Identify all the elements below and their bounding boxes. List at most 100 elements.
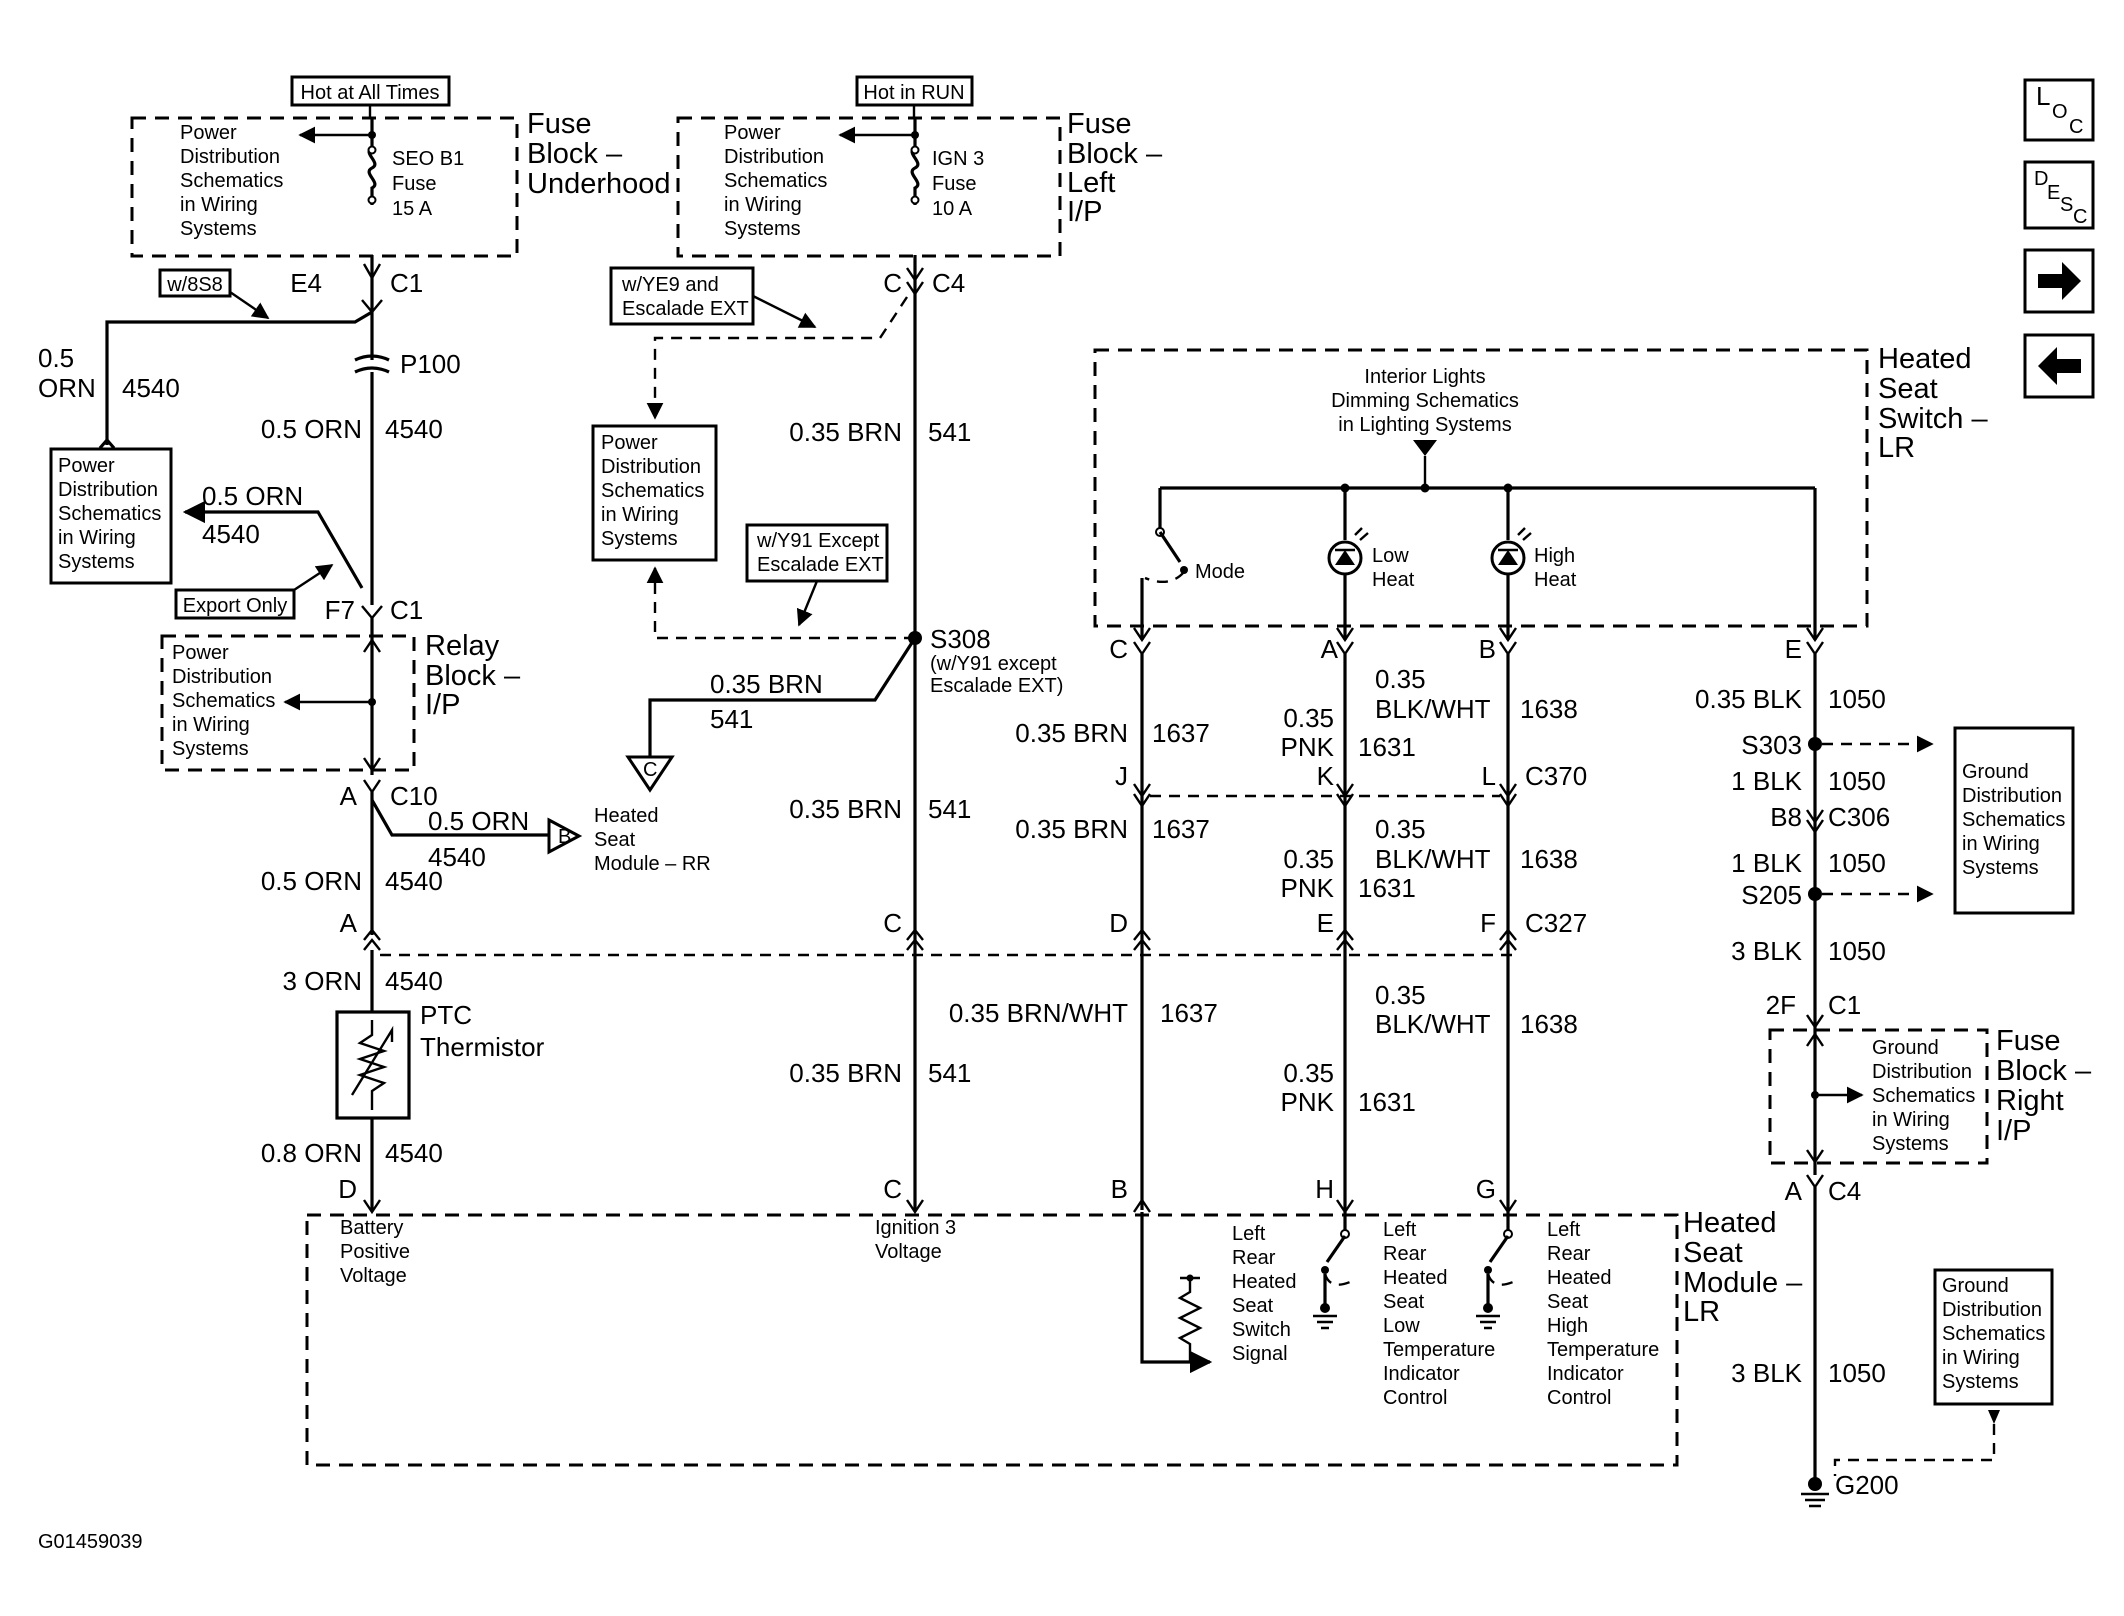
svg-text:Distribution: Distribution <box>1962 785 2062 807</box>
svg-text:A: A <box>1785 1176 1803 1206</box>
svg-text:B: B <box>1479 634 1496 664</box>
svg-text:Battery: Battery <box>340 1217 403 1239</box>
svg-text:C: C <box>883 1174 902 1204</box>
svg-text:Ignition 3: Ignition 3 <box>875 1217 956 1239</box>
circuit-1050-lower: A C4 3 BLK 1050 Ground Distribution Sche… <box>1731 1174 2054 1508</box>
svg-text:Power: Power <box>58 455 115 477</box>
svg-text:IGN 3: IGN 3 <box>932 148 984 170</box>
svg-text:C: C <box>1109 634 1128 664</box>
forward-arrow-button[interactable] <box>2023 248 2095 314</box>
svg-text:Mode: Mode <box>1195 561 1245 583</box>
svg-text:Power: Power <box>601 432 658 454</box>
svg-text:0.35: 0.35 <box>1283 1058 1334 1088</box>
svg-text:Power: Power <box>172 642 229 664</box>
svg-text:541: 541 <box>928 1058 971 1088</box>
svg-text:Ground: Ground <box>1962 761 2029 783</box>
svg-text:Heat: Heat <box>1372 569 1415 591</box>
svg-text:3 ORN: 3 ORN <box>283 966 362 996</box>
svg-text:0.35 BRN: 0.35 BRN <box>789 1058 902 1088</box>
svg-text:Right: Right <box>1996 1085 2064 1117</box>
svg-text:4540: 4540 <box>385 1138 443 1168</box>
svg-text:Seat: Seat <box>1547 1291 1589 1313</box>
svg-text:0.35 BRN: 0.35 BRN <box>1015 718 1128 748</box>
svg-text:J: J <box>1115 761 1128 791</box>
svg-text:1637: 1637 <box>1160 998 1218 1028</box>
svg-text:PTC: PTC <box>420 1000 472 1030</box>
svg-text:P100: P100 <box>400 349 461 379</box>
p100-connector-icon <box>354 354 390 374</box>
svg-text:in Wiring: in Wiring <box>172 714 250 736</box>
svg-text:Escalade EXT): Escalade EXT) <box>930 675 1063 697</box>
svg-text:K: K <box>1317 761 1335 791</box>
svg-text:Hot in RUN: Hot in RUN <box>863 82 964 104</box>
svg-text:Fuse: Fuse <box>527 108 591 140</box>
w8s8-tag <box>158 268 232 298</box>
svg-text:3 BLK: 3 BLK <box>1731 1358 1802 1388</box>
svg-text:0.35: 0.35 <box>1375 664 1426 694</box>
desc-button[interactable]: D E S C <box>2023 160 2095 230</box>
svg-text:BLK/WHT: BLK/WHT <box>1375 694 1491 724</box>
svg-text:0.35 BRN: 0.35 BRN <box>710 669 823 699</box>
svg-text:Block –: Block – <box>1996 1055 2092 1087</box>
svg-text:PNK: PNK <box>1281 732 1335 762</box>
svg-text:w/Y91 Except: w/Y91 Except <box>756 530 880 552</box>
svg-text:1631: 1631 <box>1358 1087 1416 1117</box>
svg-text:Fuse: Fuse <box>1996 1025 2060 1057</box>
svg-text:Systems: Systems <box>1962 857 2039 879</box>
svg-text:B8: B8 <box>1770 802 1802 832</box>
svg-text:1638: 1638 <box>1520 1009 1578 1039</box>
svg-text:Switch: Switch <box>1232 1319 1291 1341</box>
mode-switch-icon <box>1158 531 1182 563</box>
svg-text:ORN: ORN <box>38 373 96 403</box>
svg-text:S303: S303 <box>1741 730 1802 760</box>
fuse-block-left-ip: Hot in RUN Fuse Block – Left I/P Power D… <box>676 75 1163 258</box>
svg-text:Heat: Heat <box>1534 569 1577 591</box>
svg-text:Schematics: Schematics <box>601 480 704 502</box>
svg-text:2F: 2F <box>1766 990 1796 1020</box>
fuse-ign3-icon <box>910 118 920 205</box>
back-arrow-button[interactable] <box>2023 333 2095 399</box>
svg-text:O: O <box>2052 101 2068 123</box>
svg-text:Low: Low <box>1383 1315 1420 1337</box>
loc-button[interactable]: L O C <box>2023 78 2095 142</box>
svg-text:C327: C327 <box>1525 908 1587 938</box>
low-temp-switch-icon <box>1325 1235 1347 1263</box>
svg-text:L: L <box>1482 761 1496 791</box>
svg-text:Heated: Heated <box>1232 1271 1297 1293</box>
svg-text:in Wiring: in Wiring <box>724 194 802 216</box>
svg-text:C: C <box>2069 116 2083 138</box>
svg-text:LR: LR <box>1878 432 1915 464</box>
svg-text:Seat: Seat <box>594 829 636 851</box>
svg-text:Schematics: Schematics <box>1872 1085 1975 1107</box>
svg-text:C1: C1 <box>390 595 423 625</box>
svg-text:Underhood: Underhood <box>527 168 671 200</box>
svg-text:S308: S308 <box>930 624 991 654</box>
svg-text:1050: 1050 <box>1828 936 1886 966</box>
svg-text:Left: Left <box>1383 1219 1417 1241</box>
svg-text:C10: C10 <box>390 781 438 811</box>
diagram-id: G01459039 <box>38 1531 143 1553</box>
circuit-1631: A 0.35 PNK 1631 K 0.35 PNK 1631 E 0.35 P… <box>1281 627 1416 1215</box>
heated-seat-module-lr: Heated Seat Module – LR Battery Positive… <box>305 1207 1803 1467</box>
svg-text:Heated: Heated <box>1683 1207 1777 1239</box>
svg-text:Temperature: Temperature <box>1547 1339 1659 1361</box>
svg-text:Block –: Block – <box>425 660 521 692</box>
svg-text:15 A: 15 A <box>392 198 433 220</box>
svg-text:A: A <box>340 908 358 938</box>
svg-text:in Lighting Systems: in Lighting Systems <box>1338 414 1511 436</box>
svg-text:D: D <box>338 1174 357 1204</box>
svg-text:Heated: Heated <box>1878 343 1972 375</box>
svg-text:Distribution: Distribution <box>724 146 824 168</box>
svg-text:E: E <box>1317 908 1334 938</box>
svg-text:Systems: Systems <box>180 218 257 240</box>
svg-text:Schematics: Schematics <box>1962 809 2065 831</box>
svg-text:Signal: Signal <box>1232 1343 1288 1365</box>
svg-text:H: H <box>1315 1174 1334 1204</box>
svg-text:Schematics: Schematics <box>724 170 827 192</box>
offpage-b-icon <box>547 817 583 855</box>
svg-text:BLK/WHT: BLK/WHT <box>1375 844 1491 874</box>
svg-text:Module – RR: Module – RR <box>594 853 711 875</box>
svg-text:4540: 4540 <box>428 842 486 872</box>
svg-text:Rear: Rear <box>1383 1243 1427 1265</box>
